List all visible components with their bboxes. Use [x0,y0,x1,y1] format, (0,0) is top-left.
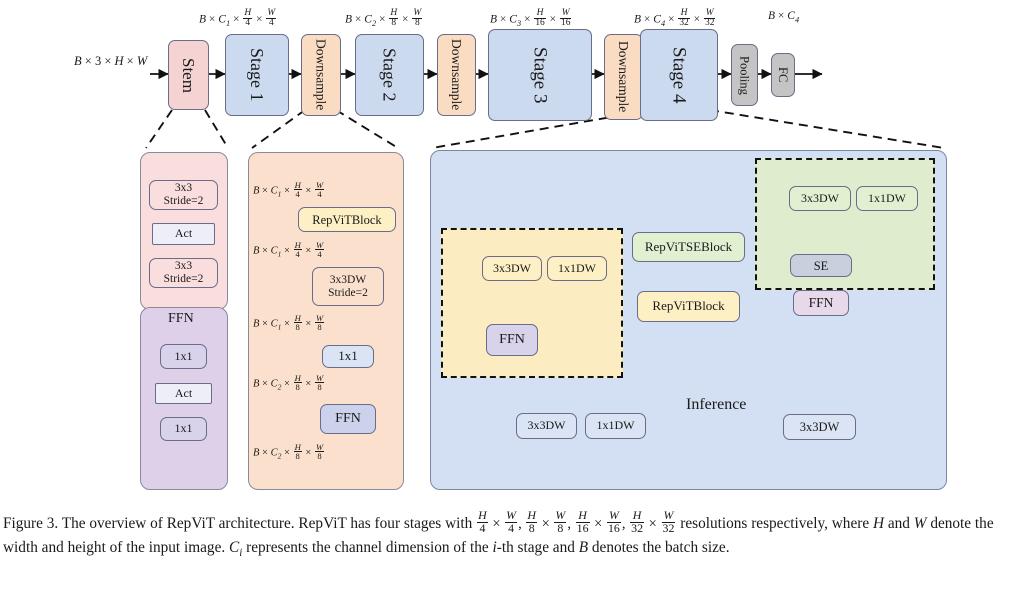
downsample-block-conv1x1-label: 1x1 [338,348,358,364]
downsample-block-repvitblock-label: RepViTBlock [312,212,382,227]
caption-part-6: -th stage and [496,538,579,556]
repvitblock-ffn-label: FFN [499,332,525,348]
caption-part-7: denotes the batch size. [588,538,730,556]
downsample-block-dwconv[interactable]: 3x3DW Stride=2 [312,267,384,306]
repvitseblock-branch-1x1dw-label: 1x1DW [868,190,906,205]
pipeline-node-stage-2-label: Stage 2 [379,48,400,102]
pipeline-node-stem-label: Stem [179,57,199,93]
pipeline-node-fc-label: FC [776,67,790,83]
pipeline-node-stage-3[interactable]: Stage 3 [488,29,592,121]
stem-block-conv-2-line1: 3x3 [174,260,193,273]
ffn-panel-title: FFN [168,311,194,326]
figure-caption: Figure 3. The overview of RepViT archite… [3,508,994,559]
repvitseblock-branch-3x3dw[interactable]: 3x3DW [789,186,851,211]
downsample-block-ffn[interactable]: FFN [320,404,376,434]
caption-part-1: Figure 3. The overview of RepViT archite… [3,514,477,532]
pipeline-node-stage-1[interactable]: Stage 1 [225,34,289,116]
repvitseblock-ffn[interactable]: FFN [793,290,849,316]
stem-block-conv-1[interactable]: 3x3 Stride=2 [149,180,218,210]
repvitseblock-se[interactable]: SE [790,254,852,277]
pipeline-node-downsample-1-label: Downsample [313,39,329,111]
pipeline-node-stage-1-label: Stage 1 [247,48,268,102]
ffn-block-conv-1[interactable]: 1x1 [160,344,207,369]
pipeline-node-stage-4-label: Stage 4 [668,46,690,104]
pipeline-node-downsample-2[interactable]: Downsample [437,34,476,116]
inference-before-1x1dw[interactable]: 1x1DW [585,413,646,439]
ffn-block-act-label: Act [174,385,193,400]
caption-symbol-w: W [913,514,927,532]
caption-part-2: resolutions respectively, where [676,514,873,532]
repvitblock-ffn[interactable]: FFN [486,324,538,356]
ffn-block-conv-1-label: 1x1 [174,348,193,363]
pipeline-node-downsample-3[interactable]: Downsample [604,34,643,120]
ffn-block-act[interactable]: Act [155,383,212,404]
caption-part-5: represents the channel dimension of the [242,538,493,556]
repvitblock-branch-3x3dw[interactable]: 3x3DW [482,256,542,281]
repvitseblock-branch-1x1dw[interactable]: 1x1DW [856,186,918,211]
caption-symbol-ci: Ci [229,538,243,559]
stem-block-act[interactable]: Act [152,223,215,245]
pipeline-node-stage-4[interactable]: Stage 4 [640,29,718,121]
inference-after-3x3dw-label: 3x3DW [799,420,840,434]
inference-after-3x3dw[interactable]: 3x3DW [783,414,856,440]
stem-block-act-label: Act [174,226,193,241]
pipeline-node-downsample-2-label: Downsample [449,39,465,111]
pipeline-node-stage-3-label: Stage 3 [529,46,551,104]
ffn-block-conv-2[interactable]: 1x1 [160,417,207,441]
pipeline-node-fc[interactable]: FC [771,53,795,97]
stem-block-conv-1-line2: Stride=2 [163,195,204,207]
repvitseblock-branch-3x3dw-label: 3x3DW [801,190,839,205]
expansion-dashed-links [145,109,945,149]
shape-label-output: B × C4 [768,10,800,25]
pipeline-node-pooling[interactable]: Pooling [731,44,758,106]
inference-before-3x3dw[interactable]: 3x3DW [516,413,577,439]
caption-symbol-b: B [578,538,589,556]
downsample-block-dwconv-line2: Stride=2 [328,286,368,299]
caption-symbol-i: i [492,538,497,556]
stage4-block-repvitblock[interactable]: RepViTBlock [637,291,740,322]
downsample-block-ffn-label: FFN [335,411,361,427]
pipeline-node-stem[interactable]: Stem [168,40,209,110]
caption-part-3: and [884,514,914,532]
pipeline-node-downsample-1[interactable]: Downsample [301,34,341,116]
inference-label: Inference [686,396,747,413]
ffn-block-conv-2-label: 1x1 [174,421,193,436]
repvitblock-branch-3x3dw-label: 3x3DW [493,260,531,275]
inference-before-3x3dw-label: 3x3DW [527,418,566,433]
downsample-block-dwconv-line1: 3x3DW [329,273,367,286]
stage4-block-repvitseblock[interactable]: RepViTSEBlock [632,232,745,262]
stage4-block-repvitseblock-label: RepViTSEBlock [644,238,733,254]
downsample-block-repvitblock[interactable]: RepViTBlock [298,207,396,232]
repvitblock-branch-1x1dw[interactable]: 1x1DW [547,256,607,281]
pipeline-node-stage-2[interactable]: Stage 2 [355,34,424,116]
stage4-block-repvitblock-label: RepViTBlock [652,298,725,314]
stem-block-conv-2-line2: Stride=2 [163,273,204,285]
caption-symbol-h: H [872,514,884,532]
repvitseblock-ffn-label: FFN [808,295,834,311]
stem-block-conv-1-line1: 3x3 [174,182,193,195]
pipeline-node-downsample-3-label: Downsample [616,41,632,113]
caption-part-4: denote the width and height of the input… [3,514,994,556]
downsample-block-conv1x1[interactable]: 1x1 [322,345,374,368]
input-shape-label: B × 3 × H × W [74,54,148,68]
stem-block-conv-2[interactable]: 3x3 Stride=2 [149,258,218,288]
pipeline-node-pooling-label: Pooling [737,55,752,95]
repvitseblock-se-label: SE [813,258,829,273]
inference-before-1x1dw-label: 1x1DW [596,418,635,433]
repvitblock-branch-1x1dw-label: 1x1DW [558,260,596,275]
